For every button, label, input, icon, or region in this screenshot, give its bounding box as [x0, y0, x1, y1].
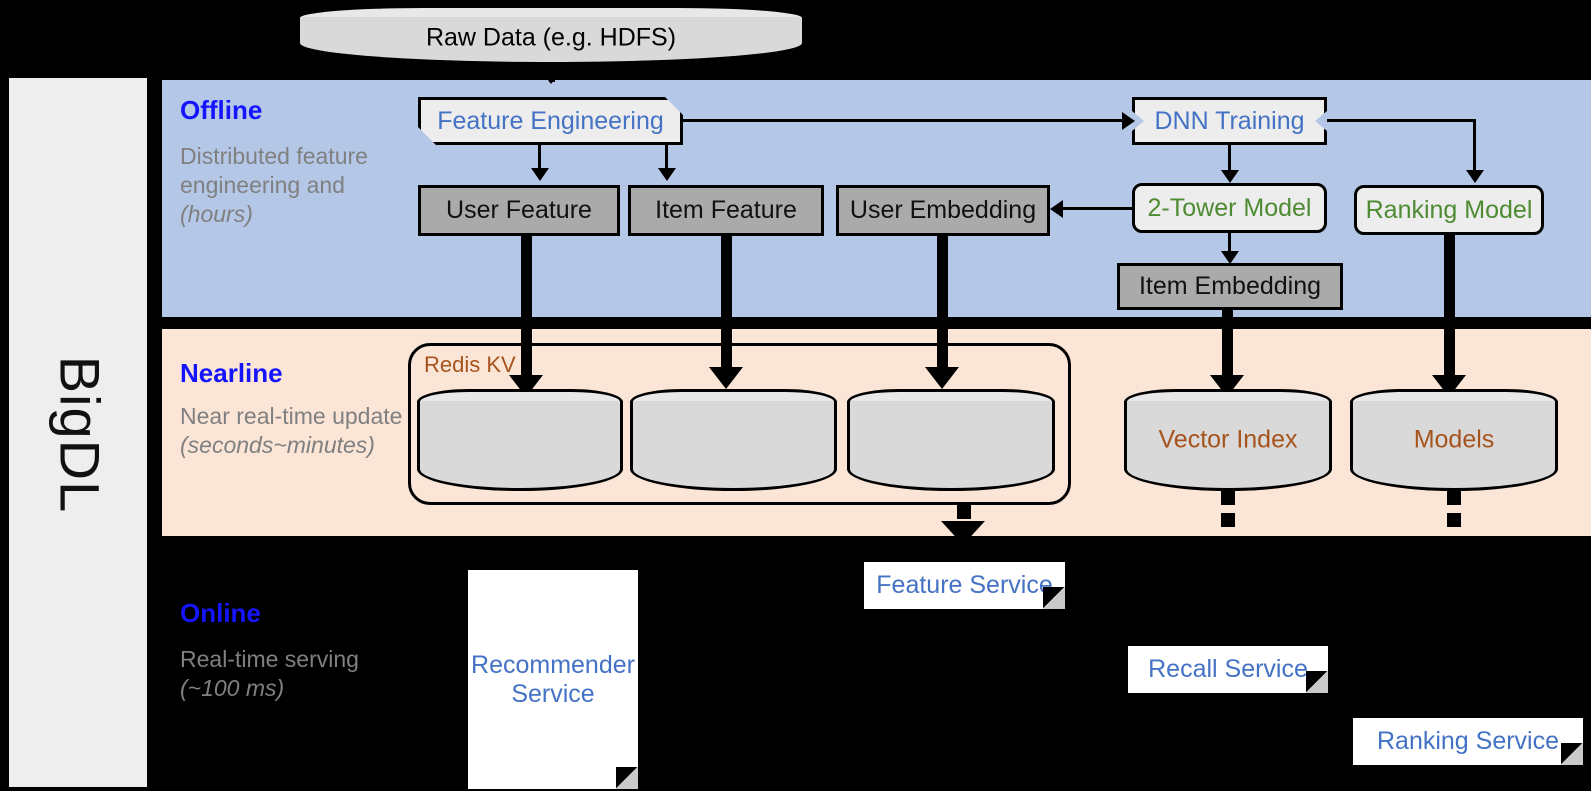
page-fold-icon [616, 767, 638, 789]
item-embedding-node[interactable]: Item Embedding [1117, 263, 1343, 310]
ranking-service-label: Ranking Service [1376, 727, 1560, 755]
link-fe-itemfeature [665, 145, 668, 170]
ranking-model-label: Ranking Model [1365, 195, 1533, 224]
nearline-title: Nearline [180, 358, 283, 388]
models-label: Models [1413, 425, 1495, 454]
redis-kv-container [408, 343, 1071, 505]
page-fold-icon [1306, 671, 1328, 693]
store-cylinder-2-body [630, 401, 837, 491]
pipe-userembedding-store-arrow [925, 367, 959, 389]
pipe-userfeature-store [521, 236, 532, 382]
feature-engineering-label: Feature Engineering [437, 106, 664, 135]
link-fe-dnn [683, 119, 1125, 122]
recall-service-label: Recall Service [1148, 655, 1308, 683]
feature-engineering-node[interactable]: Feature Engineering [418, 97, 683, 145]
store-cylinder-3[interactable] [847, 389, 1055, 491]
bigdl-text: BigDL [48, 355, 112, 514]
page-fold-icon [1043, 587, 1065, 609]
redis-kv-label: Redis KV [424, 352, 516, 377]
models-cylinder-body [1350, 401, 1558, 491]
item-embedding-label: Item Embedding [1138, 272, 1322, 300]
item-feature-node[interactable]: Item Feature [628, 185, 824, 236]
dnn-training-node[interactable]: DNN Training [1132, 97, 1327, 145]
feature-service-label: Feature Service [876, 571, 1053, 599]
page-fold-icon [1561, 743, 1583, 765]
store-cylinder-2[interactable] [630, 389, 837, 491]
user-embedding-label: User Embedding [849, 196, 1037, 224]
models-cylinder[interactable]: Models [1350, 389, 1558, 491]
link-twotower-userembedding [1062, 207, 1134, 210]
dnn-training-label: DNN Training [1154, 106, 1305, 135]
ranking-model-node[interactable]: Ranking Model [1354, 185, 1544, 235]
vector-index-cylinder[interactable]: Vector Index [1124, 389, 1332, 491]
pipe-models-ranking-dash2 [1447, 513, 1461, 527]
store-cylinder-1-body [417, 401, 623, 491]
store-cylinder-1[interactable] [417, 389, 623, 491]
nearline-description: Near real-time update (seconds~minutes) [180, 403, 403, 458]
raw-data-label: Raw Data (e.g. HDFS) [425, 23, 677, 52]
pipe-vectorindex-recall-dash2 [1221, 513, 1235, 527]
link-fe-userfeature-arrow [531, 168, 549, 181]
link-dnn-rankingmodel-arrow [1466, 170, 1484, 183]
online-title: Online [180, 598, 261, 628]
link-dnn-twotower-arrow [1221, 170, 1239, 183]
pipe-rankingmodel-models [1444, 235, 1455, 382]
bigdl-rail-label: BigDL [9, 78, 151, 791]
pipe-redis-featureservice-dash1 [957, 505, 971, 519]
online-description: Real-time serving (~100 ms) [180, 646, 359, 701]
feature-service-node[interactable]: Feature Service [864, 562, 1065, 609]
recall-service-node[interactable]: Recall Service [1128, 646, 1328, 693]
vector-index-label: Vector Index [1158, 425, 1298, 454]
link-twotower-userembedding-arrow [1050, 200, 1063, 218]
link-fe-dnn-arrow [1122, 112, 1135, 130]
store-cylinder-3-body [847, 401, 1055, 491]
link-twotower-itemembedding [1228, 233, 1231, 253]
user-feature-node[interactable]: User Feature [418, 185, 620, 236]
recommender-service-node[interactable]: Recommender Service [468, 570, 638, 789]
two-tower-model-node[interactable]: 2-Tower Model [1132, 183, 1327, 233]
two-tower-model-label: 2-Tower Model [1147, 193, 1312, 222]
user-feature-label: User Feature [446, 196, 592, 224]
recommender-service-label: Recommender Service [471, 650, 635, 708]
link-fe-itemfeature-arrow [658, 168, 676, 181]
item-feature-label: Item Feature [655, 196, 797, 224]
ranking-service-node[interactable]: Ranking Service [1353, 718, 1583, 765]
pipe-itemembedding-vectorindex [1222, 310, 1233, 382]
link-dnn-rankingmodel-h [1327, 119, 1476, 122]
pipe-itemfeature-store-arrow [709, 367, 743, 389]
link-twotower-itemembedding-arrow [1221, 251, 1239, 264]
pipe-userembedding-store [937, 236, 948, 374]
link-fe-userfeature [538, 145, 541, 170]
offline-description: Distributed feature engineering and (hou… [180, 143, 368, 227]
pipe-itemfeature-store [721, 236, 732, 374]
pipe-models-ranking-dash1 [1447, 491, 1461, 505]
vector-index-cylinder-body [1124, 401, 1332, 491]
raw-data-cylinder: Raw Data (e.g. HDFS) [297, 5, 805, 65]
link-dnn-rankingmodel-v [1473, 119, 1476, 171]
link-rawdata-fe-arrow [534, 62, 568, 84]
link-dnn-twotower [1228, 145, 1231, 171]
user-embedding-node[interactable]: User Embedding [836, 185, 1050, 236]
pipe-redis-featureservice-arrow [941, 521, 985, 545]
offline-title: Offline [180, 95, 263, 125]
pipe-vectorindex-recall-dash1 [1221, 491, 1235, 505]
bigdl-rail: BigDL [7, 76, 149, 789]
